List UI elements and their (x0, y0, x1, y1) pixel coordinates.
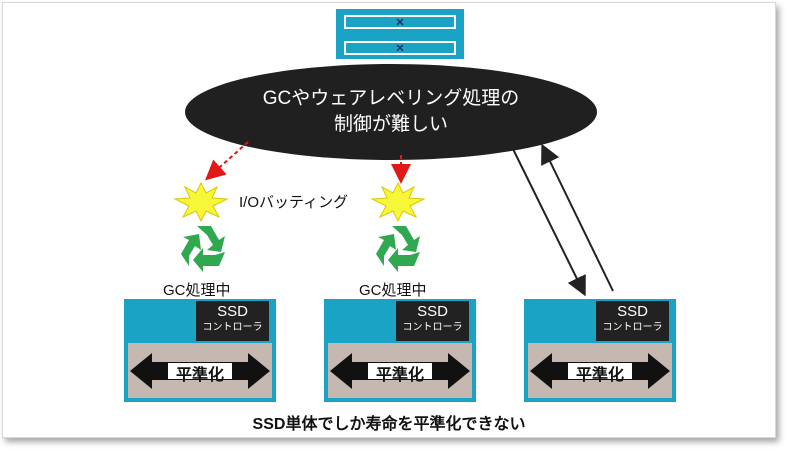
arrow-up-from-ssd (541, 143, 614, 292)
ellipse-line-1: GCやウェアレベリング処理の (262, 88, 520, 109)
diagram-caption: SSD単体でしか寿命を平準化できない (252, 416, 526, 433)
ssd-controller-label: コントローラ (202, 322, 263, 333)
ssd-controller: SSD コントローラ (196, 301, 269, 341)
arrow-down-to-ssd (512, 148, 586, 297)
ssd-title: SSD (417, 303, 448, 320)
x-mark-icon: × (395, 39, 405, 56)
ssd-unit: SSD コントローラ 平準化 (324, 299, 476, 402)
dashed-arrow-left (205, 141, 249, 181)
flash-area: 平準化 (328, 343, 472, 398)
collision-burst-icon (173, 181, 229, 223)
diagram-canvas: × × GCやウェアレベリング処理の 制御が難しい (2, 2, 776, 438)
double-arrow-icon (330, 353, 470, 389)
ellipse-line-2: 制御が難しい (333, 114, 448, 135)
gc-label-left: GC処理中 (163, 282, 231, 299)
server-icon: × × (336, 9, 464, 59)
gc-control-ellipse: GCやウェアレベリング処理の 制御が難しい (185, 64, 597, 160)
ssd-unit: SSD コントローラ 平準化 (124, 299, 276, 402)
recycle-icon (376, 226, 420, 272)
collision-burst-icon (370, 181, 426, 223)
server-slot: × (344, 15, 456, 29)
leveling-label: 平準化 (375, 367, 424, 384)
leveling-label: 平準化 (575, 367, 624, 384)
ssd-controller: SSD コントローラ (396, 301, 469, 341)
flash-area: 平準化 (128, 343, 272, 398)
leveling-label: 平準化 (175, 367, 224, 384)
recycle-icon (181, 226, 225, 272)
double-arrow-icon (530, 353, 670, 389)
ssd-controller: SSD コントローラ (596, 301, 669, 341)
gc-label-mid: GC処理中 (359, 282, 427, 299)
server-slot: × (344, 41, 456, 55)
connector-layer (173, 141, 614, 297)
double-arrow-icon (130, 353, 270, 389)
ssd-title: SSD (617, 303, 648, 320)
ssd-controller-label: コントローラ (602, 322, 663, 333)
ssd-unit: SSD コントローラ 平準化 (524, 299, 676, 402)
flash-area: 平準化 (528, 343, 672, 398)
ssd-title: SSD (217, 303, 248, 320)
io-battle-label: I/Oバッティング (239, 194, 349, 211)
x-mark-icon: × (395, 13, 405, 30)
ssd-controller-label: コントローラ (402, 322, 463, 333)
